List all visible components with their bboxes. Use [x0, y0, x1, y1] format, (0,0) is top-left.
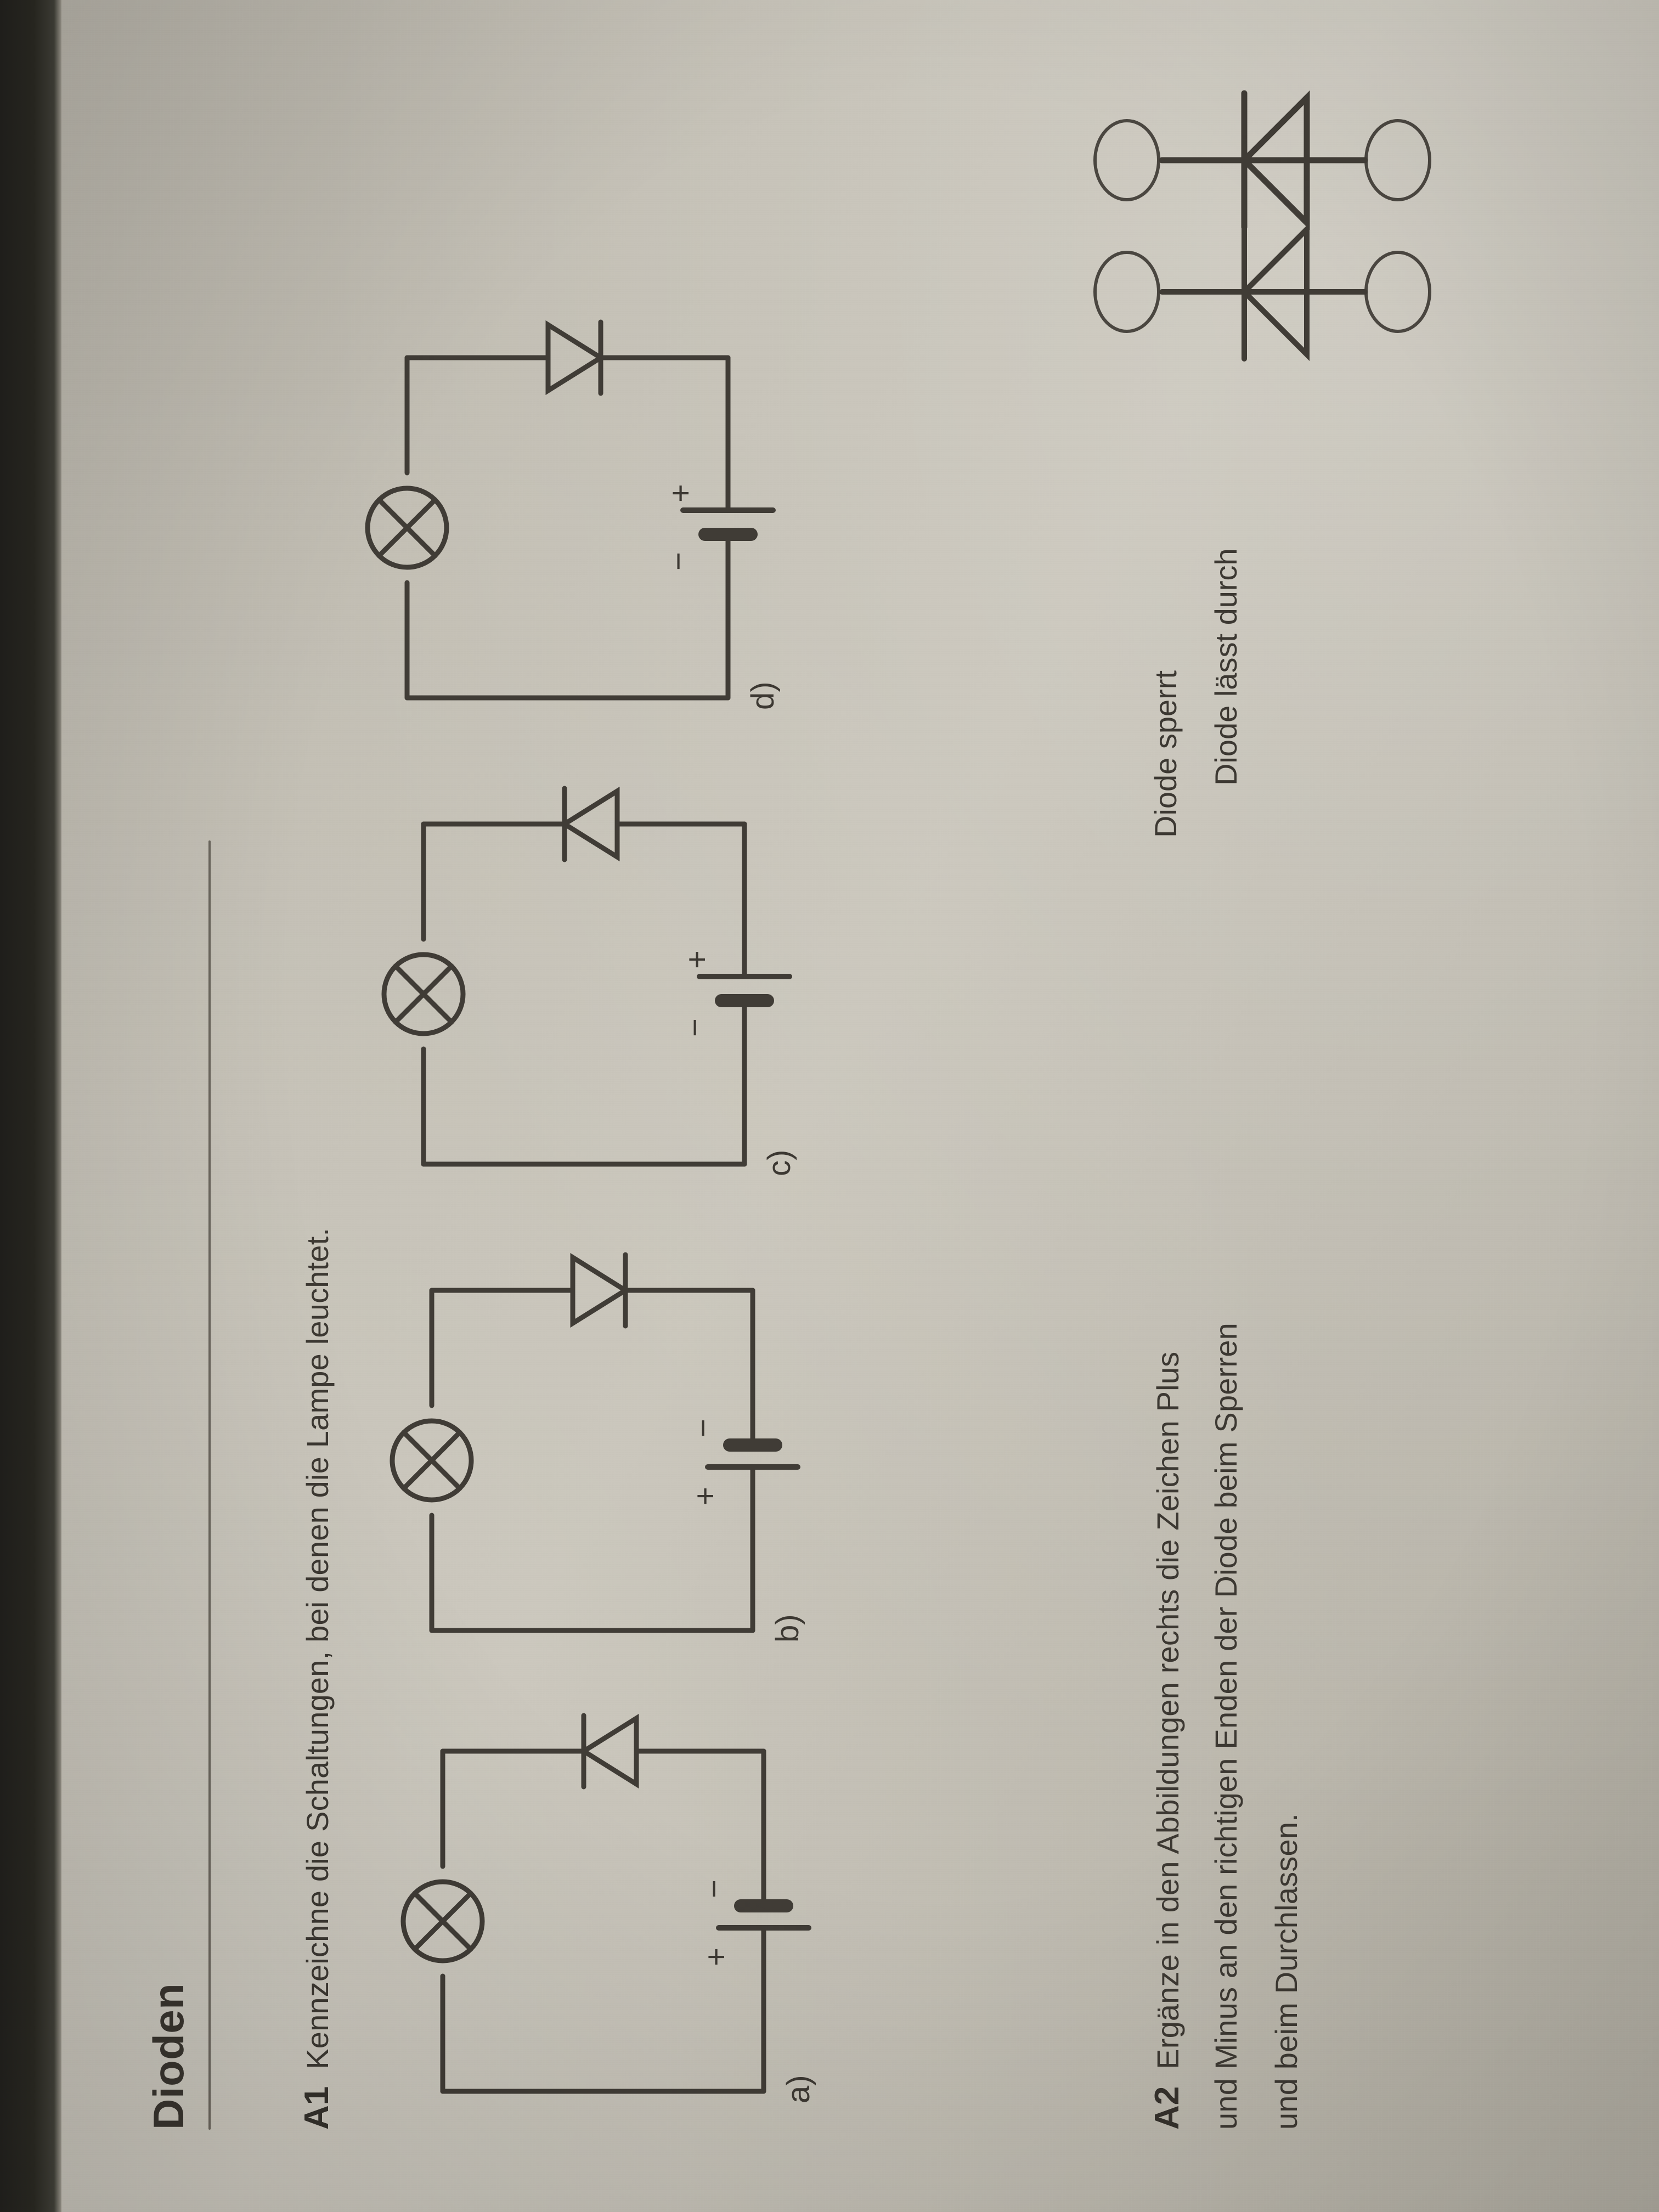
lamp-circle	[400, 1879, 485, 1963]
answer-caption-sperrt: Diode sperrt	[1148, 670, 1183, 838]
blank-circle-top	[1093, 251, 1160, 333]
task-a2-heading: A2 Ergänze in den Abbildungen rechts die…	[1148, 1352, 1187, 2130]
circuit-b-battery-right-terminal: −	[685, 1419, 721, 1437]
circuit-c-battery-left-terminal: −	[677, 1018, 713, 1037]
circuit-a-battery-right-terminal: −	[696, 1880, 732, 1898]
task-a2-number: A2	[1148, 2086, 1186, 2130]
circuit-diagram-c[interactable]: c) − +	[381, 786, 799, 1186]
blank-circle-bottom	[1364, 251, 1431, 333]
lamp-cross-2	[412, 1891, 473, 1952]
dark-table-background	[0, 0, 61, 2212]
answer-caption-durchlassen: Diode lässt durch	[1209, 548, 1243, 786]
task-a1-number: A1	[298, 2086, 336, 2130]
task-a1-heading: A1 Kennzeichne die Schaltungen, bei dene…	[297, 1228, 336, 2130]
circuit-c-label: c)	[761, 1149, 797, 1176]
title-divider	[208, 840, 211, 2130]
circuit-diagram-a[interactable]: a) + −	[400, 1713, 819, 2113]
circuit-a-label: a)	[781, 2075, 816, 2103]
lamp-circle	[381, 952, 466, 1036]
diode-triangle	[570, 1252, 630, 1328]
page-title: Dioden	[144, 1983, 193, 2130]
task-a1-text: Kennzeichne die Schaltungen, bei denen d…	[300, 1227, 335, 2069]
blank-circle-bottom	[1364, 119, 1431, 201]
circuit-c-battery-right-terminal: +	[679, 950, 715, 969]
circuit-b-label: b)	[770, 1614, 805, 1643]
circuit-d-battery-left-terminal: −	[661, 552, 696, 571]
circuit-diagram-b[interactable]: b) + −	[390, 1252, 808, 1652]
circuit-diagram-d[interactable]: d) − +	[365, 319, 783, 720]
task-a2-line-2: und Minus an den richtigen Enden der Dio…	[1209, 1322, 1243, 2130]
diode-triangle	[560, 786, 620, 862]
task-a2-line-1: Ergänze in den Abbildungen rechts die Ze…	[1150, 1351, 1185, 2069]
diode-triangle	[1240, 222, 1310, 362]
lamp-circle	[365, 486, 449, 570]
task-a2-line-3: und beim Durchlassen.	[1269, 1813, 1304, 2130]
diode-triangle	[579, 1713, 639, 1789]
blank-circle-top	[1093, 119, 1160, 201]
circuit-a-battery-left-terminal: +	[698, 1948, 734, 1966]
circuit-d-battery-right-terminal: +	[663, 484, 698, 503]
circuit-b-battery-left-terminal: +	[687, 1487, 723, 1505]
answer-diagram-sperrt[interactable]	[1087, 193, 1438, 391]
paper-sheet: Dioden A1 Kennzeichne die Schaltungen, b…	[61, 0, 1659, 2212]
diode-triangle	[545, 320, 606, 396]
circuit-d-label: d)	[745, 681, 781, 710]
lamp-circle	[390, 1418, 474, 1503]
diode-triangle	[1240, 90, 1310, 230]
worksheet-content: Dioden A1 Kennzeichne die Schaltungen, b…	[61, 0, 1659, 2212]
answer-diagram-durchlassen[interactable]	[1087, 61, 1438, 259]
